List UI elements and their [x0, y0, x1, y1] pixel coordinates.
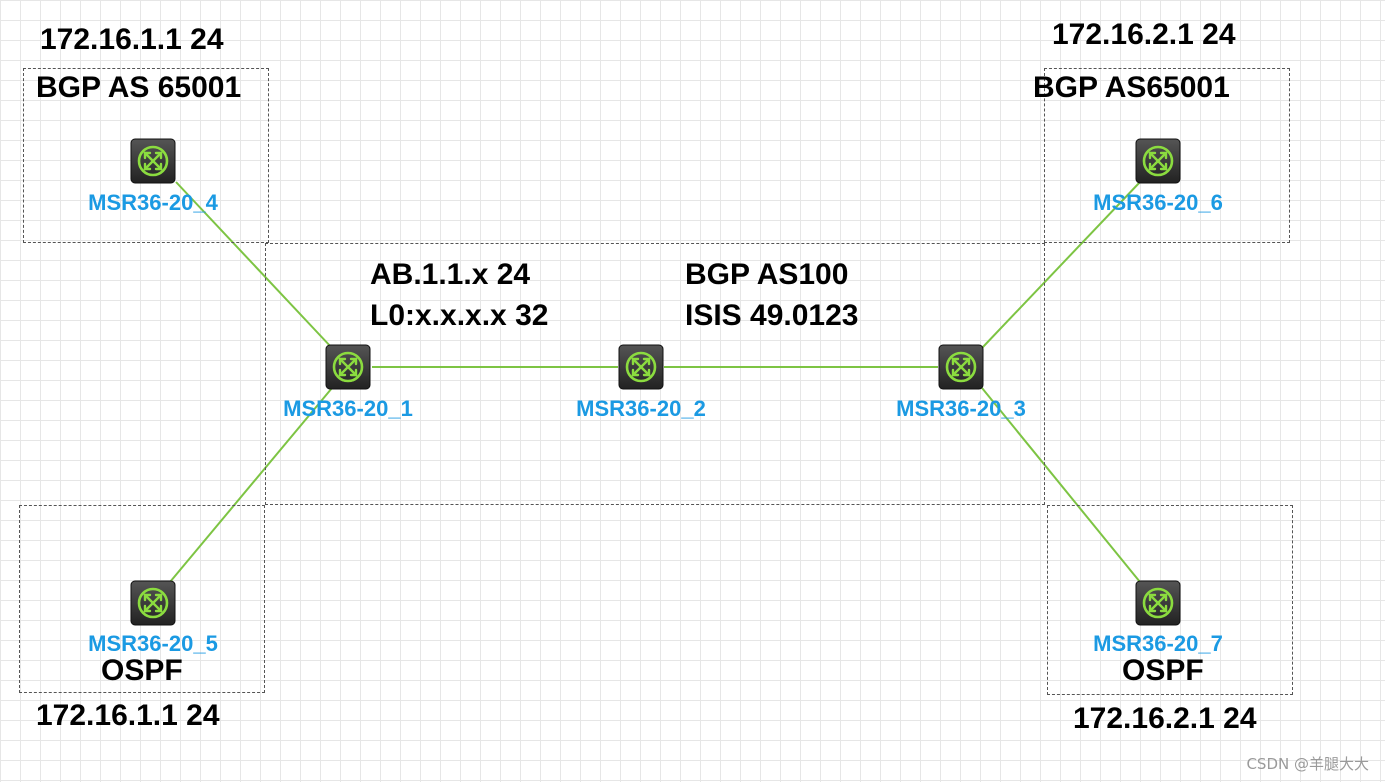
link-r4-r1	[175, 181, 333, 349]
label-core-isis: ISIS 49.0123	[685, 299, 859, 332]
label-bottom-left-ospf: OSPF	[101, 654, 183, 687]
router-icon[interactable]	[938, 344, 984, 390]
label-bottom-right-ip: 172.16.2.1 24	[1073, 702, 1257, 735]
router-icon[interactable]	[130, 580, 176, 626]
zone-bottom-left-ospf	[19, 505, 265, 693]
label-core-ab-network: AB.1.1.x 24	[370, 258, 531, 291]
label-top-left-ip: 172.16.1.1 24	[40, 23, 224, 56]
label-top-left-bgp: BGP AS 65001	[36, 71, 242, 104]
label-bottom-right-ospf: OSPF	[1122, 654, 1204, 687]
label-top-right-ip: 172.16.2.1 24	[1052, 18, 1236, 51]
label-bottom-left-ip: 172.16.1.1 24	[36, 699, 220, 732]
link-r3-r6	[981, 181, 1141, 349]
router-name-r7: MSR36-20_7	[1093, 631, 1223, 656]
router-name-r4: MSR36-20_4	[88, 190, 218, 215]
label-top-right-bgp: BGP AS65001	[1033, 71, 1230, 104]
router-icon[interactable]	[618, 344, 664, 390]
zone-top-left-bgp	[23, 68, 269, 243]
router-icon[interactable]	[1135, 138, 1181, 184]
link-r1-r5	[169, 387, 333, 583]
label-core-loopback: L0:x.x.x.x 32	[370, 299, 549, 332]
label-core-bgp: BGP AS100	[685, 258, 849, 291]
router-name-r6: MSR36-20_6	[1093, 190, 1223, 215]
router-icon[interactable]	[130, 138, 176, 184]
link-r3-r7	[981, 387, 1141, 583]
watermark: CSDN @羊腿大大	[1246, 755, 1369, 773]
zone-bottom-right-ospf	[1047, 505, 1293, 695]
zone-core-bgp-isis	[265, 243, 1045, 505]
zone-top-right-bgp	[1044, 68, 1290, 243]
router-name-r5: MSR36-20_5	[88, 631, 218, 656]
router-name-r2: MSR36-20_2	[576, 396, 706, 421]
router-icon[interactable]	[325, 344, 371, 390]
router-icon[interactable]	[1135, 580, 1181, 626]
router-name-r1: MSR36-20_1	[283, 396, 413, 421]
router-name-r3: MSR36-20_3	[896, 396, 1026, 421]
